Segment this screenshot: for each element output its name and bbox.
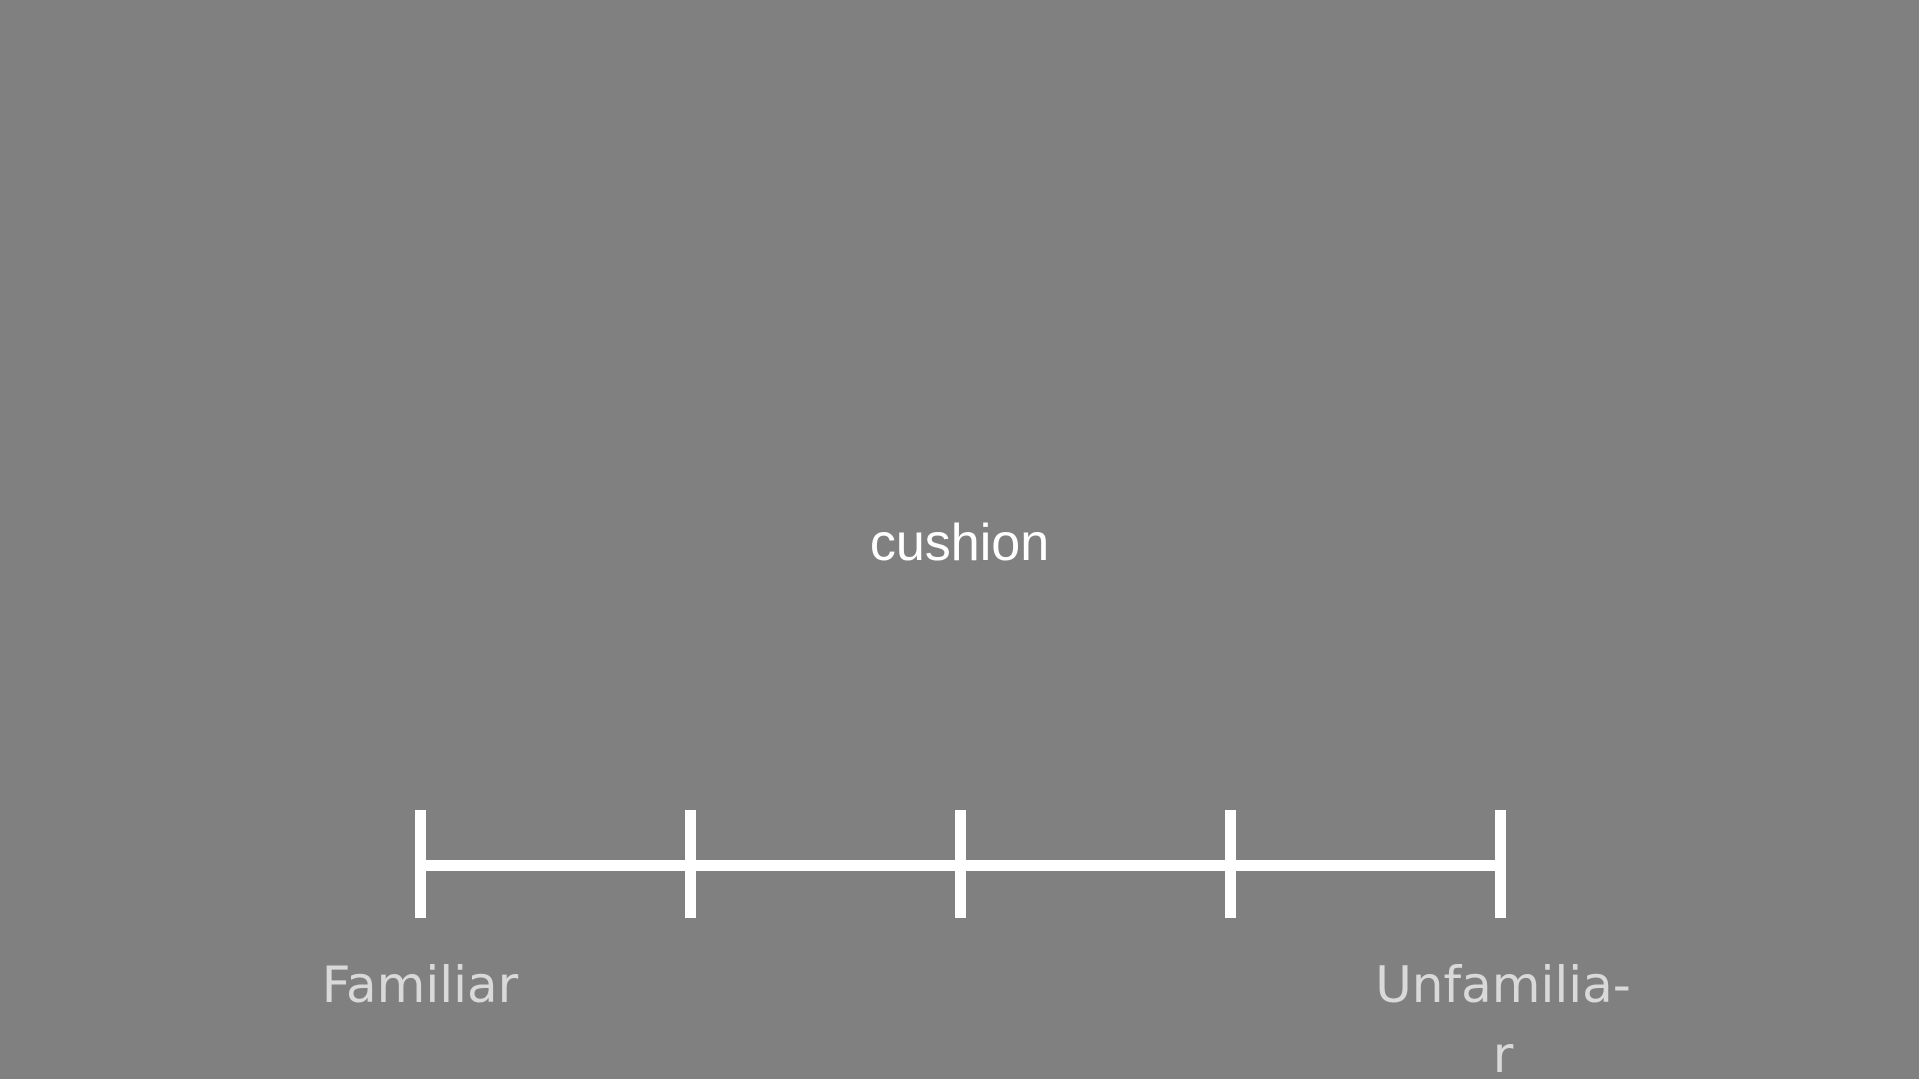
scale-label-unfamiliar-line2: r (1492, 1026, 1514, 1079)
scale-tick-4[interactable] (1225, 810, 1236, 918)
scale-tick-2[interactable] (685, 810, 696, 918)
scale-tick-1[interactable] (415, 810, 426, 918)
stimulus-word: cushion (869, 514, 1050, 572)
scale-tick-5[interactable] (1495, 810, 1506, 918)
scale-label-unfamiliar-line1: Unfamilia- (1375, 956, 1631, 1014)
scale-label-familiar: Familiar (321, 956, 519, 1014)
scale-tick-3[interactable] (955, 810, 966, 918)
scale-label-unfamiliar: Unfamilia-r (1343, 950, 1663, 1079)
